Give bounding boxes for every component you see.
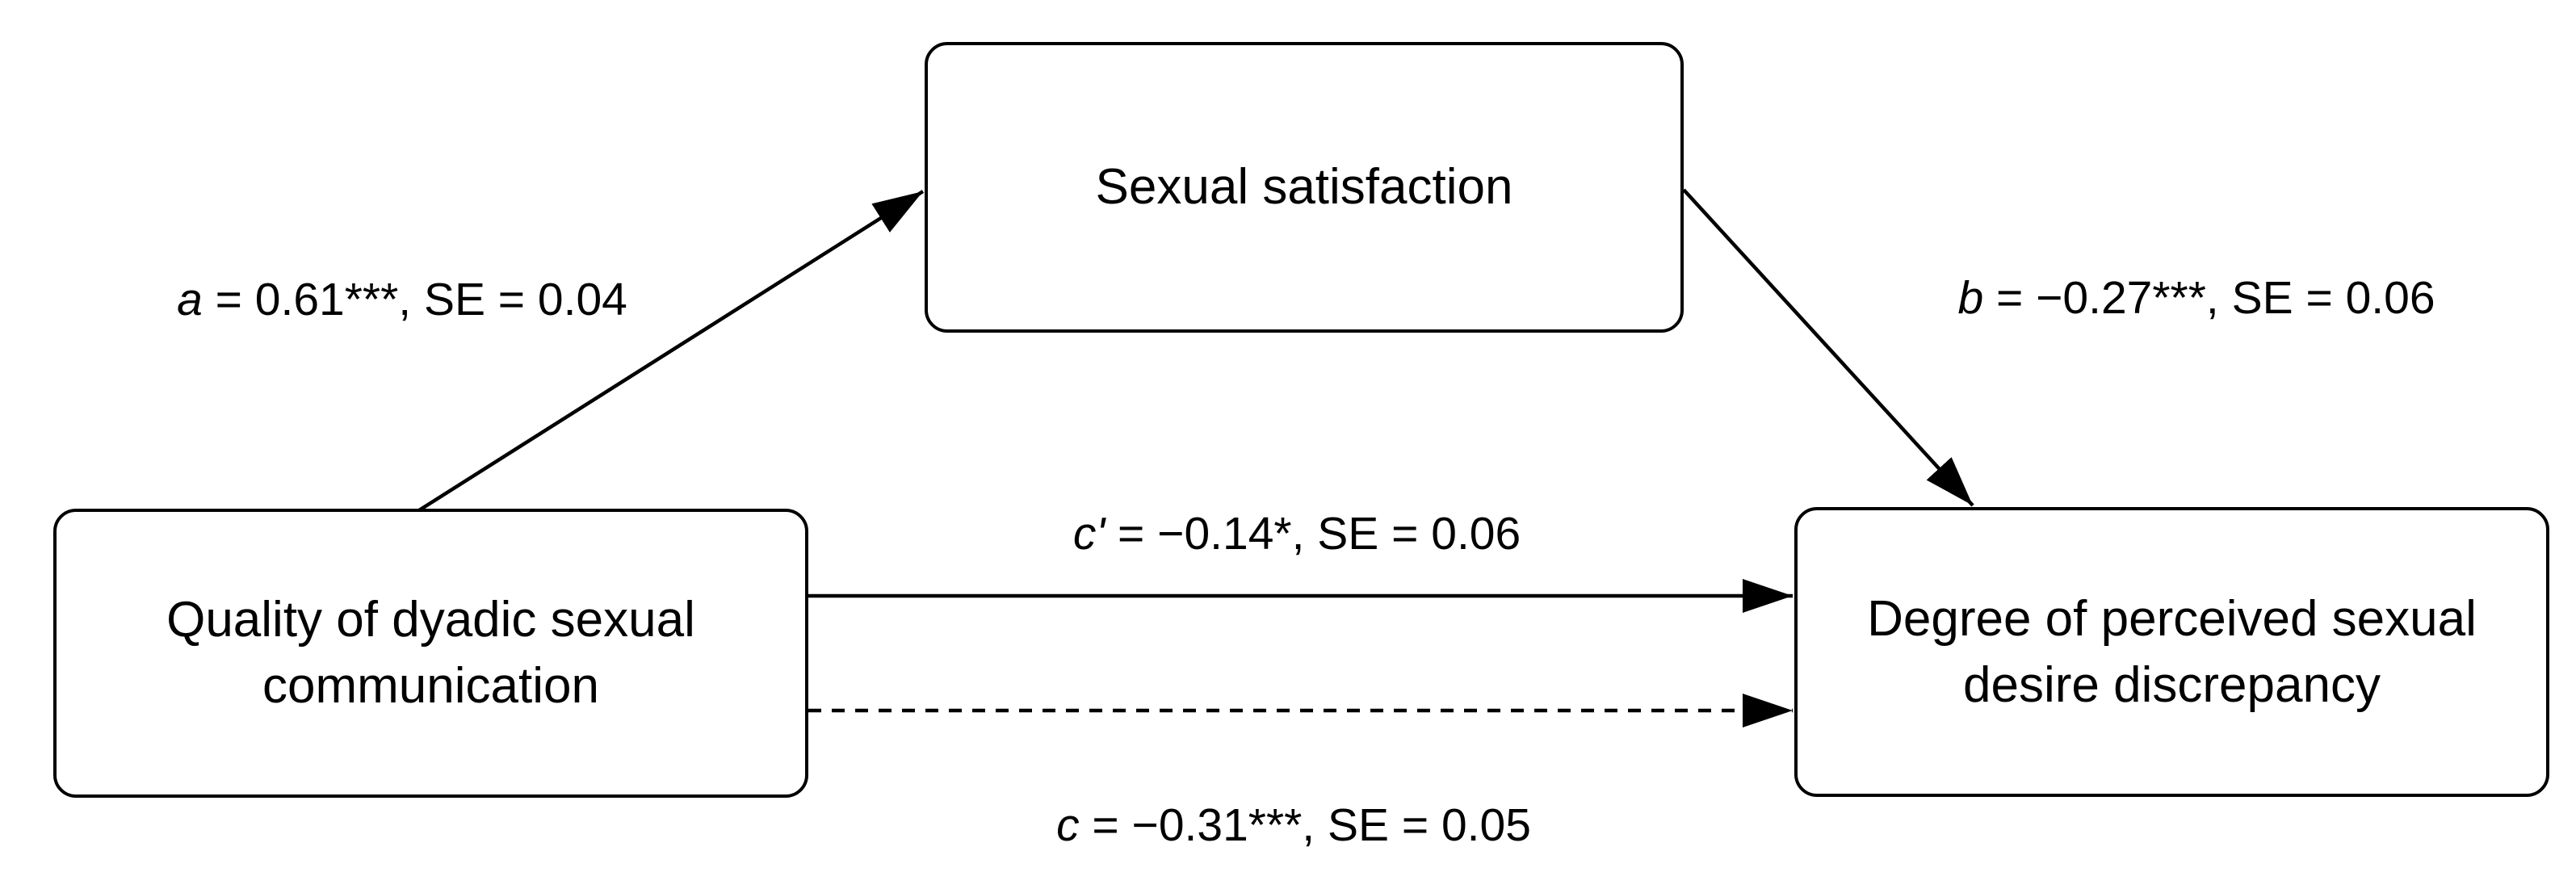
path-a-label: a = 0.61***, SE = 0.04 xyxy=(177,273,627,326)
path-c-prime-symbol: c' xyxy=(1072,508,1105,560)
path-c-symbol: c xyxy=(1056,799,1080,851)
node-predictor: Quality of dyadic sexual communication xyxy=(53,509,808,798)
path-b-symbol: b xyxy=(1957,272,1984,324)
path-c-prime-stats: = −0.14*, SE = 0.06 xyxy=(1105,508,1521,560)
node-outcome-label: Degree of perceived sexual desire discre… xyxy=(1867,590,2477,713)
path-c-stats: = −0.31***, SE = 0.05 xyxy=(1079,799,1531,851)
path-b-arrow xyxy=(1682,188,1974,507)
path-c-prime-label: c' = −0.14*, SE = 0.06 xyxy=(1073,507,1521,560)
path-b-stats: = −0.27***, SE = 0.06 xyxy=(1983,272,2435,324)
node-mediator: Sexual satisfaction xyxy=(925,42,1684,333)
path-c-label: c = −0.31***, SE = 0.05 xyxy=(1056,799,1531,852)
path-a-symbol: a xyxy=(177,274,203,325)
path-a-stats: = 0.61***, SE = 0.04 xyxy=(202,274,627,325)
path-a-arrow xyxy=(417,190,925,512)
path-b-label: b = −0.27***, SE = 0.06 xyxy=(1957,271,2435,325)
node-outcome: Degree of perceived sexual desire discre… xyxy=(1794,507,2549,797)
node-mediator-label: Sexual satisfaction xyxy=(1095,159,1513,216)
node-predictor-label: Quality of dyadic sexual communication xyxy=(166,592,695,714)
